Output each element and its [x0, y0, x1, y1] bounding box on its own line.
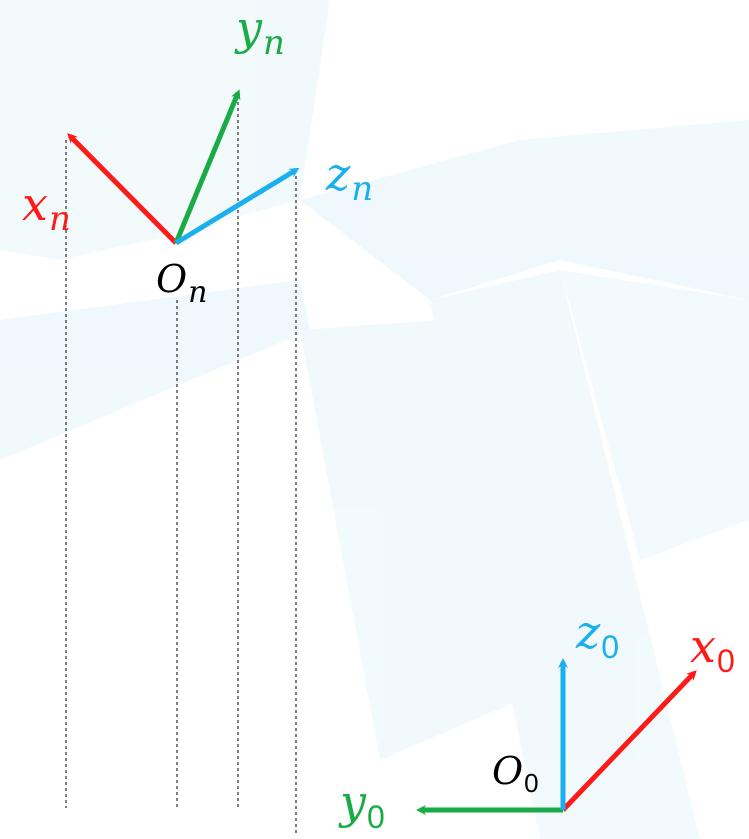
frame-n-z-axis-arrow: [174, 167, 300, 246]
frame-0-origin-label: O0: [492, 749, 539, 798]
frame-n-z-label: zn: [325, 147, 373, 209]
frame-0-x-axis-arrow: [561, 670, 697, 812]
frame-0-y-label: y0: [338, 775, 385, 835]
frame-n-origin-label: On: [156, 257, 207, 310]
frame-n-x-label: xn: [22, 177, 71, 239]
frame-n-y-axis-arrow: [173, 89, 241, 244]
frame-n-x-axis-arrow: [67, 133, 178, 245]
frame-0-z-label: z0: [575, 605, 619, 665]
frame-0: x0 y0 z0 O0: [338, 605, 735, 835]
projection-lines: [65, 96, 297, 835]
frame-n-y-label: yn: [234, 1, 285, 63]
frame-0-x-label: x0: [690, 619, 735, 679]
frame-n: xn yn zn On: [22, 1, 373, 310]
